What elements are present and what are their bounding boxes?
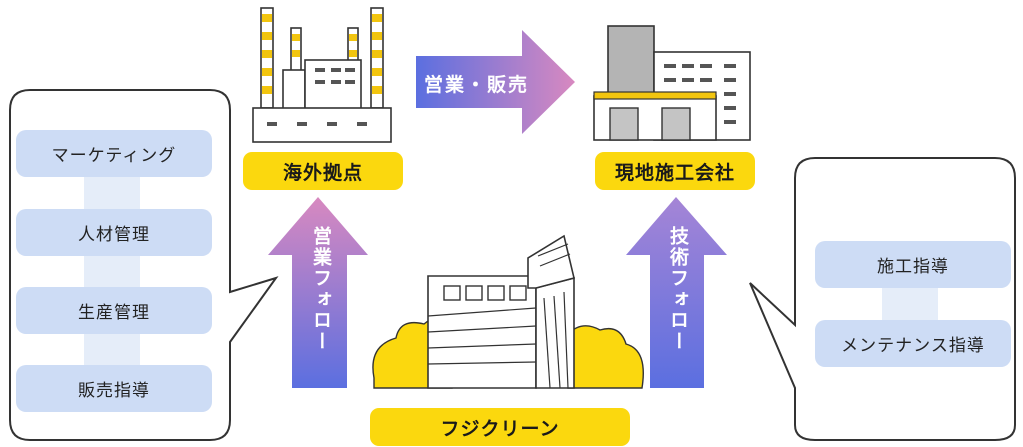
left-item-hr: 人材管理 bbox=[16, 209, 212, 256]
right-item-maintenance-guidance: メンテナンス指導 bbox=[815, 320, 1011, 367]
local-contractor-label: 現地施工会社 bbox=[595, 152, 755, 190]
fuji-clean-building-icon bbox=[372, 234, 644, 389]
factory-icon bbox=[252, 7, 392, 143]
tech-follow-arrow bbox=[626, 197, 727, 388]
right-connector bbox=[882, 285, 938, 325]
left-item-marketing: マーケティング bbox=[16, 130, 212, 177]
sales-follow-arrow bbox=[268, 197, 368, 388]
tech-follow-arrow-label: 技術フォロー bbox=[667, 226, 689, 352]
left-bubble bbox=[9, 89, 279, 441]
overseas-base-label: 海外拠点 bbox=[243, 152, 403, 190]
sales-arrow bbox=[416, 30, 575, 134]
sales-arrow-label: 営業・販売 bbox=[424, 74, 530, 96]
sales-follow-arrow-label: 営業フォロー bbox=[310, 226, 332, 352]
fuji-clean-label: フジクリーン bbox=[370, 408, 630, 446]
contractor-building-icon bbox=[593, 25, 751, 141]
left-connector bbox=[84, 170, 140, 380]
right-item-construction-guidance: 施工指導 bbox=[815, 241, 1011, 288]
left-item-sales-guidance: 販売指導 bbox=[16, 365, 212, 412]
left-item-production: 生産管理 bbox=[16, 287, 212, 334]
